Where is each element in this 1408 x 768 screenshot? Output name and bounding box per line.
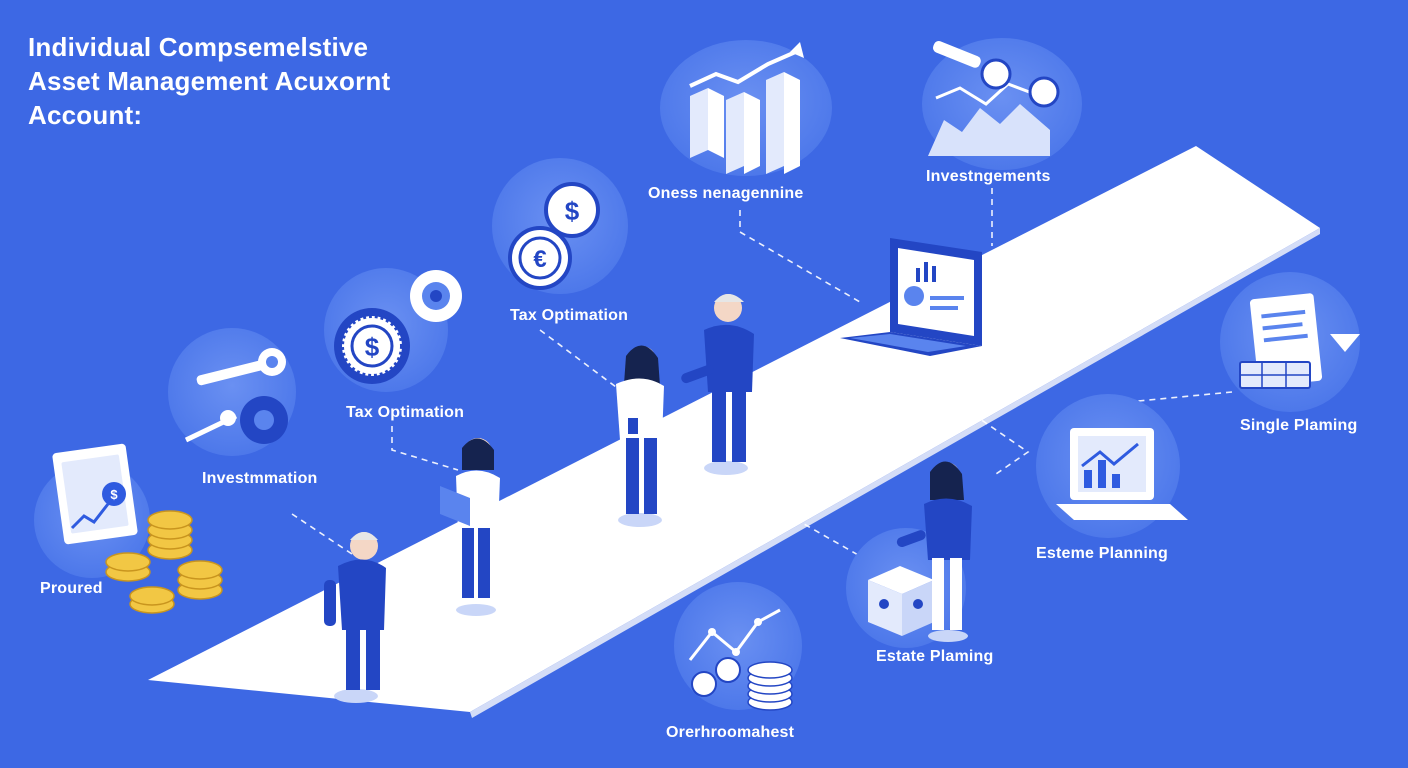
label-investmmation: Investmmation <box>202 470 318 487</box>
label-tax-optimation-1: Tax Optimation <box>346 404 465 421</box>
label-oness-nenagennine: Oness nenagennine <box>648 185 804 202</box>
person-woman-laptop <box>440 438 500 616</box>
person-elderly-man <box>324 532 386 703</box>
connector-lines <box>291 188 1233 557</box>
line-chart-coins-icon <box>674 582 802 711</box>
target-bubble-icon <box>410 270 462 322</box>
title-line-2: Asset Management Acuxornt <box>28 66 391 96</box>
key-gear-icon <box>168 328 296 456</box>
label-investngements: Investngements <box>926 168 1051 185</box>
label-tax-optimation-2: Tax Optimation <box>510 307 629 324</box>
euro-coin-icon: € $ <box>492 158 628 294</box>
label-estate-plaming: Estate Plaming <box>876 648 994 665</box>
label-orerhroomahest: Orerhroomahest <box>666 724 795 741</box>
coin-stack-icon <box>105 510 223 614</box>
label-proured: Proured <box>40 580 103 597</box>
svg-text:€: € <box>533 246 546 273</box>
person-woman-box <box>896 461 972 642</box>
document-coin-icon: $ <box>34 443 150 578</box>
label-single-plaming: Single Plaming <box>1240 417 1358 434</box>
svg-text:$: $ <box>110 487 118 502</box>
person-man-pointing <box>681 294 754 475</box>
svg-text:$: $ <box>365 332 380 362</box>
monitor-chart-icon <box>1036 394 1188 538</box>
laptop-dashboard-icon <box>840 238 982 356</box>
bar-chart-growth-icon <box>660 40 832 176</box>
title-line-1: Individual Compsemelstive <box>28 32 369 62</box>
title-line-3: Account: <box>28 100 143 130</box>
person-woman-phone <box>616 345 664 527</box>
svg-text:$: $ <box>565 196 580 226</box>
path-shadow-edge <box>470 228 1320 718</box>
diagram-title: Individual Compsemelstive Asset Manageme… <box>28 30 390 132</box>
magnifier-chart-icon <box>922 38 1082 170</box>
document-list-icon <box>1220 272 1360 412</box>
label-esteme-planning: Esteme Planning <box>1036 545 1168 562</box>
